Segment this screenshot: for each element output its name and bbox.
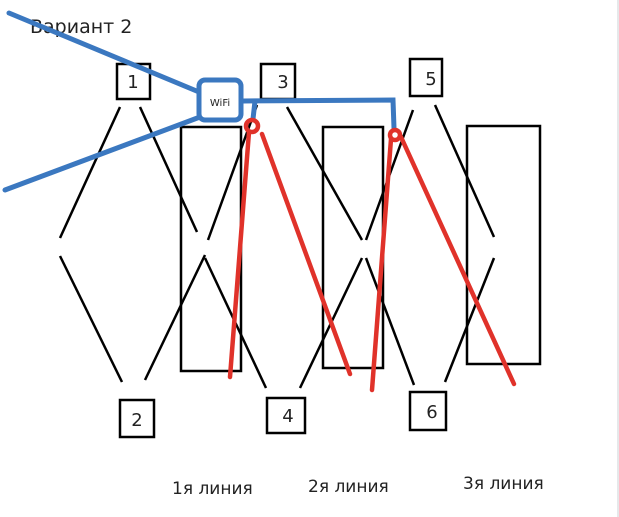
line-2-rect [321,125,385,370]
wifi-access-point [196,77,244,123]
node-6-label: 6 [426,402,437,423]
node-5 [408,57,444,98]
node-1-label: 1 [127,72,138,93]
line-3-rect [465,124,542,366]
node-2-label: 2 [131,410,142,431]
node-4 [265,396,307,435]
node-3-label: 3 [277,72,288,93]
wifi-links [2,10,397,193]
wifi-label: WiFi [210,98,230,109]
line-2-label: 2я линия [308,477,389,497]
node-boxes [115,57,448,439]
node-4-label: 4 [282,406,293,427]
line-1-label: 1я линия [172,479,253,499]
node-6 [408,390,448,432]
cable-lines [227,117,517,393]
node-2 [118,398,156,439]
node-5-label: 5 [425,69,436,90]
line-3-label: 3я линия [463,474,544,494]
